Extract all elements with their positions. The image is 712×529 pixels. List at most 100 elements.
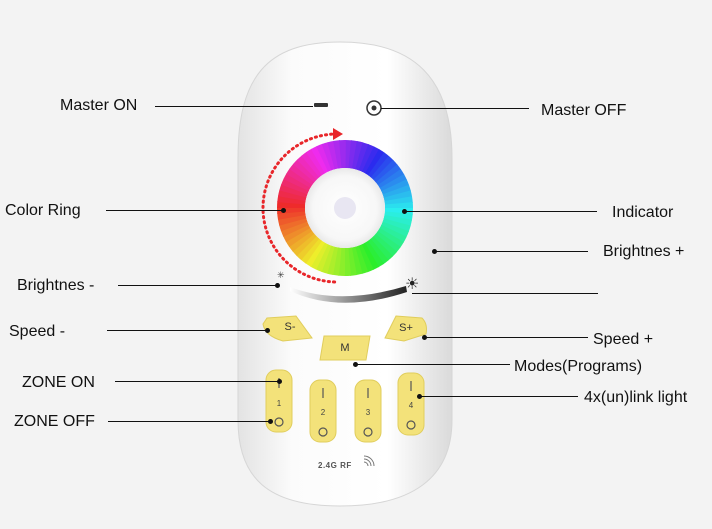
color-ring-segment	[285, 227, 313, 248]
color-ring-segment	[283, 224, 311, 242]
color-ring-segment	[361, 146, 380, 174]
indicator-leader	[405, 211, 597, 212]
speed-plus-dot	[422, 335, 427, 340]
color-ring-segment	[311, 146, 329, 174]
color-ring-segment	[277, 201, 306, 208]
zone-on-dot	[277, 379, 282, 384]
color-ring-segment	[351, 246, 363, 276]
color-ring-segment	[278, 189, 307, 202]
color-ring-leader	[106, 210, 284, 211]
zone-4-button	[397, 372, 425, 436]
color-ring-label: Color Ring	[5, 202, 81, 219]
mode-button	[319, 335, 371, 361]
color-ring-segment	[358, 144, 375, 172]
color-ring-segment	[381, 179, 410, 195]
color-ring-segment	[384, 211, 413, 221]
zone-4-number: 4	[408, 401, 414, 410]
color-ring-segment	[326, 246, 339, 275]
color-ring-segment	[288, 230, 315, 252]
color-ring-segment	[279, 217, 308, 232]
zone-3-number: 3	[365, 408, 371, 417]
brightness-plus-dot	[432, 249, 437, 254]
color-ring-segment	[310, 242, 329, 270]
color-ring-segment	[364, 240, 385, 268]
indicator-label: Indicator	[612, 204, 674, 221]
brightness-high-icon: ☀	[405, 274, 419, 293]
color-ring-segment	[286, 168, 313, 188]
modes-leader	[356, 364, 510, 365]
color-ring-segment	[373, 159, 398, 183]
color-ring-segment	[289, 163, 315, 186]
brightness-minus-leader	[118, 285, 278, 286]
brightness-plus-leader	[436, 251, 588, 252]
color-ring-segment	[283, 173, 311, 192]
master-off-label: Master OFF	[541, 102, 627, 119]
mode-button-label: M	[340, 342, 350, 354]
indicator-led	[334, 197, 356, 219]
link-label: 4x(un)link light	[584, 389, 688, 406]
color-ring-segment	[367, 152, 390, 178]
color-ring-segment	[332, 247, 342, 276]
color-ring-segment	[279, 183, 308, 198]
link-leader	[420, 396, 578, 397]
brightness-bar-leader	[412, 293, 598, 294]
color-ring-segment	[365, 149, 385, 176]
zone-off-leader	[108, 421, 270, 422]
color-ring-dot	[281, 208, 286, 213]
speed-minus-button	[262, 315, 313, 342]
speed-plus-button-label: S+	[399, 322, 413, 334]
speed-plus-label: Speed +	[593, 331, 654, 348]
color-ring-segment	[355, 142, 370, 171]
indicator-dot	[402, 209, 407, 214]
link-dot	[417, 394, 422, 399]
color-ring	[277, 140, 413, 276]
color-ring-segment	[358, 244, 374, 273]
speed-minus-label: Speed -	[9, 323, 66, 340]
zone-off-dot	[268, 419, 273, 424]
color-ring-segment	[321, 142, 336, 171]
speed-minus-dot	[265, 328, 270, 333]
zone-off-label: ZONE OFF	[14, 413, 95, 430]
color-ring-segment	[383, 190, 413, 202]
rf-signal-icon	[363, 455, 375, 467]
color-ring-segment	[375, 230, 401, 253]
color-ring-segment	[375, 164, 402, 186]
speed-minus-button-label: S-	[284, 321, 296, 333]
master-on-label: Master ON	[60, 97, 138, 114]
color-ring-segment	[382, 218, 411, 233]
color-ring-segment	[354, 245, 369, 274]
arrow-head	[333, 128, 343, 140]
color-ring-segment	[370, 236, 394, 261]
brightness-minus-label: Brightnes -	[17, 277, 95, 294]
color-ring-segment	[301, 151, 323, 178]
zone-on-label: ZONE ON	[22, 374, 95, 391]
color-ring-segment	[327, 140, 339, 170]
color-ring-segment	[292, 159, 318, 183]
zone-on-leader	[115, 381, 279, 382]
color-ring-segment	[305, 240, 325, 267]
brightness-low-icon: ✳	[277, 271, 285, 281]
modes-label: Modes(Programs)	[514, 358, 643, 375]
zone-3-button	[354, 379, 382, 443]
color-ring-segment	[351, 141, 364, 170]
zone-1-number: 1	[276, 399, 282, 408]
color-ring-segment	[281, 178, 309, 195]
rf-label: 2.4G RF	[318, 461, 352, 470]
speed-plus-button	[384, 315, 427, 342]
color-ring-segment	[361, 242, 379, 270]
color-ring-segment	[381, 221, 409, 238]
brightness-plus-label: Brightnes +	[603, 243, 685, 260]
speed-minus-leader	[107, 330, 267, 331]
color-ring-segment	[320, 245, 335, 274]
color-ring-segment	[305, 148, 326, 176]
color-ring-segment	[315, 244, 332, 272]
color-ring-segment	[339, 140, 346, 169]
color-ring-segment	[382, 184, 411, 199]
color-ring-segment	[296, 155, 320, 180]
modes-dot	[353, 362, 358, 367]
color-ring-segment	[348, 140, 358, 169]
color-ring-segment	[277, 214, 307, 226]
brightness-bar	[290, 286, 407, 303]
